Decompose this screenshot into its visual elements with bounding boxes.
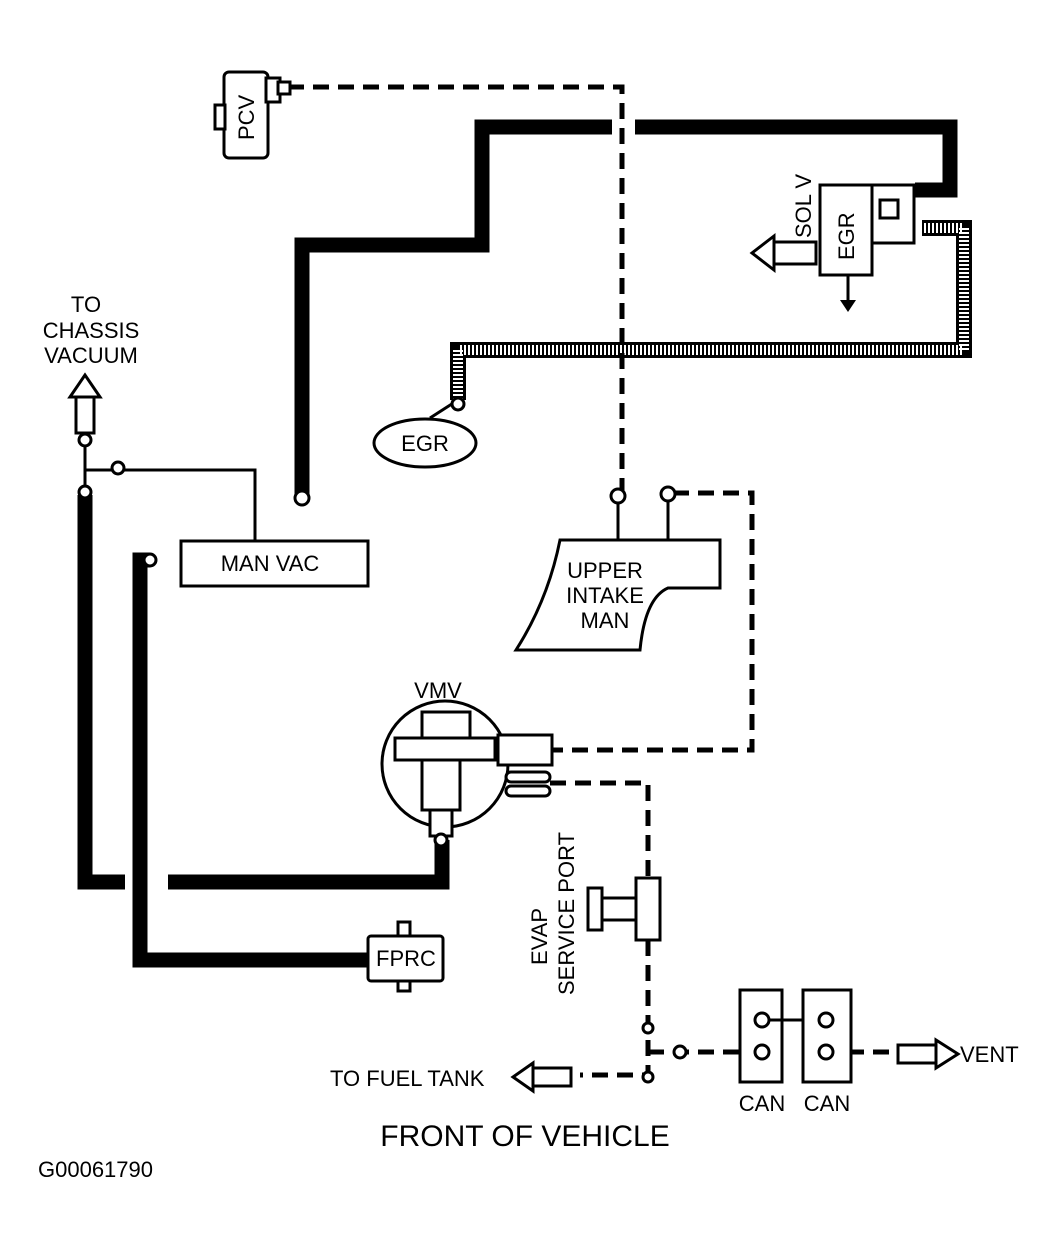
chassis-vacuum-label-line-3: VACUUM: [44, 343, 138, 368]
vent-connector[interactable]: VENT: [896, 1037, 1019, 1071]
chassis-vacuum-label-line-1: TO: [71, 292, 101, 317]
chassis-vacuum-label-line-2: CHASSIS: [43, 318, 140, 343]
vent-arrow-icon: [934, 1037, 961, 1071]
upper-intake-manifold[interactable]: UPPER INTAKE MAN: [513, 485, 722, 652]
fprc-label: FPRC: [376, 946, 436, 971]
upper-intake-label-line-1: UPPER: [567, 558, 643, 583]
vacuum-line-chassis-to-manvac: [83, 445, 257, 540]
charcoal-canister-1[interactable]: CAN: [738, 988, 785, 1116]
pcv-valve[interactable]: PCV: [213, 70, 292, 160]
fuel-tank-label: TO FUEL TANK: [330, 1066, 485, 1091]
egr-sensor-label: EGR: [401, 431, 449, 456]
evap-service-port[interactable]: EVAP SERVICE PORT: [527, 832, 662, 995]
upper-intake-label-line-2: INTAKE: [566, 583, 644, 608]
to-chassis-vacuum: TO CHASSIS VACUUM: [43, 292, 140, 448]
vacuum-hose-chassis-to-vmv: [77, 495, 450, 890]
man-vac-label: MAN VAC: [221, 551, 320, 576]
to-fuel-tank-connector[interactable]: TO FUEL TANK: [330, 1021, 688, 1094]
pcv-label: PCV: [234, 94, 259, 140]
vacuum-hose-manvac-to-fprc: [132, 552, 372, 968]
fuel-tank-arrow-icon: [510, 1060, 535, 1094]
figure-code: G00061790: [38, 1157, 153, 1182]
vapor-management-valve[interactable]: VMV: [380, 678, 554, 848]
chassis-vacuum-arrow-icon: [67, 372, 103, 399]
vmv-label: VMV: [414, 678, 462, 703]
evap-label-line-2: SERVICE PORT: [554, 832, 579, 995]
sol-v-connector[interactable]: SOL V: [749, 174, 818, 274]
purge-dashed-hose: [552, 490, 755, 753]
upper-intake-nipple-lines: [616, 498, 670, 540]
footer-title: FRONT OF VEHICLE: [380, 1120, 669, 1153]
vacuum-hose-manvac-to-egr-solenoid: [294, 119, 958, 500]
egr-pressure-hose: [450, 220, 972, 400]
pcv-dashed-hose: [288, 84, 625, 495]
sol-v-label: SOL V: [791, 174, 816, 238]
vent-label: VENT: [960, 1042, 1019, 1067]
egr-valve-label: EGR: [834, 212, 859, 260]
egr-valve[interactable]: EGR: [818, 183, 916, 312]
egr-pressure-sensor[interactable]: EGR: [372, 396, 478, 469]
upper-intake-label-line-3: MAN: [581, 608, 630, 633]
charcoal-canister-2[interactable]: CAN: [801, 988, 853, 1116]
can-1-label: CAN: [739, 1091, 785, 1116]
can-2-label: CAN: [804, 1091, 850, 1116]
tee-connector: [110, 460, 126, 476]
evap-label-line-1: EVAP: [527, 908, 552, 965]
manifold-vacuum-block[interactable]: MAN VAC: [142, 489, 370, 588]
fuel-pressure-regulator-control[interactable]: FPRC: [366, 920, 445, 993]
